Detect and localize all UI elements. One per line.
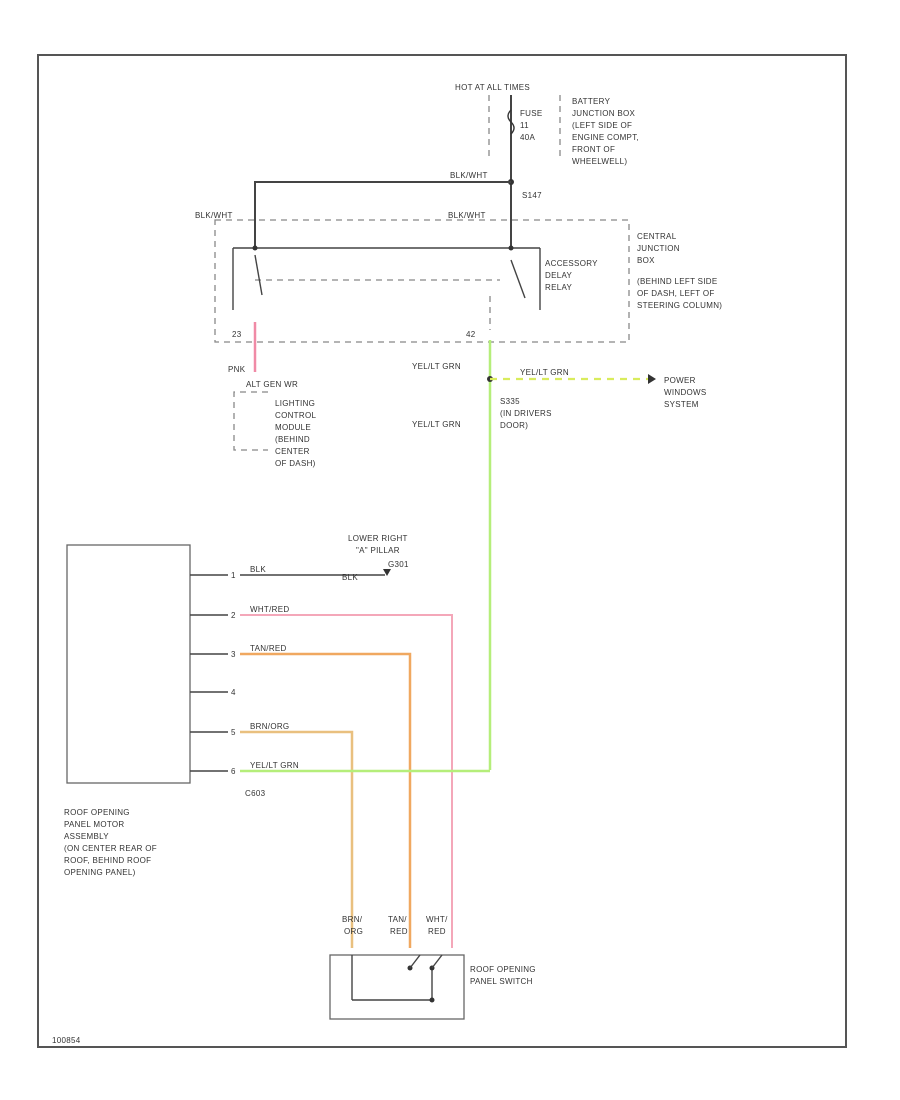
bjb-label-0: BATTERY: [572, 97, 611, 106]
motor-label-2: ASSEMBLY: [64, 832, 109, 841]
switch-tan-label-2: RED: [390, 927, 408, 936]
bjb-label-1: JUNCTION BOX: [572, 109, 636, 118]
tan-red-wire: [240, 652, 412, 948]
yel-grn-label-2: YEL/LT GRN: [412, 420, 461, 429]
blk-wht-right-label: BLK/WHT: [448, 211, 486, 220]
motor-wire-1-label: BLK: [250, 565, 266, 574]
switch-tan-label-1: TAN/: [388, 915, 407, 924]
ground-code-label: G301: [388, 560, 409, 569]
lcm-label-5: OF DASH): [275, 459, 316, 468]
cjb-label-2: BOX: [637, 256, 655, 265]
motor-box: [66, 544, 191, 784]
motor-wire-6-label: YEL/LT GRN: [250, 761, 299, 770]
fuse-number-label: 11: [520, 121, 529, 130]
hot-at-all-times-label: HOT AT ALL TIMES: [455, 83, 530, 92]
motor-label-4: ROOF, BEHIND ROOF: [64, 856, 151, 865]
lcm-code-label: ALT GEN WR: [246, 380, 298, 389]
brn-org-wire: [240, 730, 354, 948]
motor-wire-3-label: TAN/RED: [250, 644, 287, 653]
bjb-label-3: ENGINE COMPT,: [572, 133, 639, 142]
switch-brn-label-1: BRN/: [342, 915, 363, 924]
fuse-icon: [507, 109, 515, 135]
pin-1-label: 1: [231, 571, 236, 580]
switch-box: [329, 954, 465, 1020]
motor-label-3: (ON CENTER REAR OF: [64, 844, 157, 853]
lcm-label-3: (BEHIND: [275, 435, 310, 444]
lcm-label-0: LIGHTING: [275, 399, 315, 408]
relay-label-1: DELAY: [545, 271, 573, 280]
ground-icon: [383, 569, 391, 576]
pws-label-0: POWER: [664, 376, 696, 385]
reference-number: 100854: [52, 1036, 81, 1045]
wht-red-wire: [240, 614, 453, 948]
fuse-label: FUSE: [520, 109, 543, 118]
lcm-box: [233, 391, 268, 451]
splice-label-0: S335: [500, 397, 520, 406]
cjb-box: [214, 219, 630, 343]
motor-wire-5-label: BRN/ORG: [250, 722, 289, 731]
left-switch-arm: [254, 254, 263, 296]
blk-wht-top-label: BLK/WHT: [450, 171, 488, 180]
connector-label: C603: [245, 789, 266, 798]
pws-arrow-icon: [648, 374, 656, 384]
pin-3-label: 3: [231, 650, 236, 659]
relay-label-2: RELAY: [545, 283, 573, 292]
lcm-label-2: MODULE: [275, 423, 311, 432]
lcm-label-4: CENTER: [275, 447, 310, 456]
motor-label-1: PANEL MOTOR: [64, 820, 125, 829]
switch-label-0: ROOF OPENING: [470, 965, 536, 974]
switch-brn-label-2: ORG: [344, 927, 363, 936]
splice-label-1: (IN DRIVERS: [500, 409, 552, 418]
switch-label-1: PANEL SWITCH: [470, 977, 533, 986]
pin-4-label: 4: [231, 688, 236, 697]
motor-wire-2-label: WHT/RED: [250, 605, 289, 614]
pin-5-label: 5: [231, 728, 236, 737]
s147-label: S147: [522, 191, 542, 200]
pws-label-1: WINDOWS: [664, 388, 707, 397]
pnk-label: PNK: [228, 365, 246, 374]
lcm-label-1: CONTROL: [275, 411, 316, 420]
switch-wht-label-1: WHT/: [426, 915, 448, 924]
bjb-label-2: (LEFT SIDE OF: [572, 121, 632, 130]
pin-6-label: 6: [231, 767, 236, 776]
relay-switch-arm: [510, 259, 526, 299]
switch-internals: [351, 954, 443, 1003]
yel-grn-label-1: YEL/LT GRN: [412, 362, 461, 371]
pin-2-label: 2: [231, 611, 236, 620]
bjb-label-5: WHEELWELL): [572, 157, 627, 166]
motor-label-5: OPENING PANEL): [64, 868, 136, 877]
pin-42-label: 42: [466, 330, 476, 339]
motor-wire-1b-label: BLK: [342, 573, 358, 582]
splice-label-2: DOOR): [500, 421, 528, 430]
fuse-rating-label: 40A: [520, 133, 535, 142]
yel-grn-label-pws: YEL/LT GRN: [520, 368, 569, 377]
diagram-frame: [37, 54, 847, 1048]
pin-23-label: 23: [232, 330, 242, 339]
bjb-label-4: FRONT OF: [572, 145, 615, 154]
cjb-right-dot: [508, 245, 514, 251]
blk-wht-wire-top: [254, 181, 511, 250]
cjb-label-0: CENTRAL: [637, 232, 677, 241]
cjb-label-5: STEERING COLUMN): [637, 301, 722, 310]
cjb-left-dot: [252, 245, 258, 251]
motor-pins: [190, 574, 228, 772]
ground-location-label-0: LOWER RIGHT: [348, 534, 408, 543]
relay-label-0: ACCESSORY: [545, 259, 598, 268]
blk-wht-left-label: BLK/WHT: [195, 211, 233, 220]
cjb-label-1: JUNCTION: [637, 244, 680, 253]
motor-label-0: ROOF OPENING: [64, 808, 130, 817]
ground-location-label-1: "A" PILLAR: [356, 546, 400, 555]
cjb-label-4: OF DASH, LEFT OF: [637, 289, 715, 298]
cjb-label-3: (BEHIND LEFT SIDE: [637, 277, 718, 286]
switch-wht-label-2: RED: [428, 927, 446, 936]
pws-label-2: SYSTEM: [664, 400, 699, 409]
